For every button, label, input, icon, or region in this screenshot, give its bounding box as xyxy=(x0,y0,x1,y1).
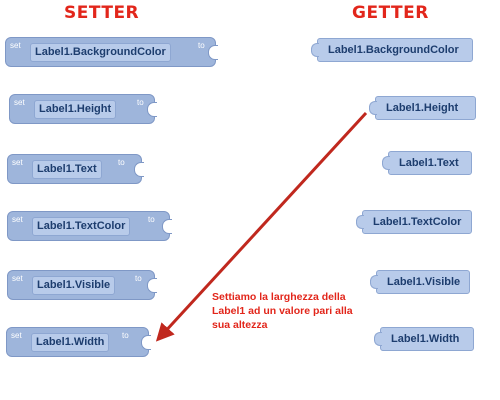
value-socket[interactable] xyxy=(147,102,157,117)
set-keyword: set xyxy=(12,274,23,283)
set-keyword: set xyxy=(14,98,25,107)
value-socket[interactable] xyxy=(147,278,157,293)
setter-property-label: Label1.TextColor xyxy=(32,217,131,236)
arrow-line xyxy=(155,111,368,342)
to-keyword: to xyxy=(135,274,142,283)
setter-property-label: Label1.Width xyxy=(31,333,110,352)
setter-property-label: Label1.Visible xyxy=(32,276,116,295)
value-socket[interactable] xyxy=(162,219,172,234)
setter-block-textcolor[interactable]: set Label1.TextColor to xyxy=(7,211,172,241)
value-socket[interactable] xyxy=(134,162,144,177)
set-keyword: set xyxy=(11,331,22,340)
setter-block-width[interactable]: set Label1.Width to xyxy=(6,327,151,357)
getter-block-width[interactable]: Label1.Width xyxy=(374,327,474,351)
to-keyword: to xyxy=(122,331,129,340)
output-plug xyxy=(374,332,382,346)
set-keyword: set xyxy=(12,158,23,167)
set-keyword: set xyxy=(10,41,21,50)
setter-property-label: Label1.Text xyxy=(32,160,102,179)
to-keyword: to xyxy=(198,41,205,50)
getter-property-label: Label1.TextColor xyxy=(373,216,462,228)
to-keyword: to xyxy=(137,98,144,107)
value-socket[interactable] xyxy=(208,45,218,60)
getter-property-label: Label1.Width xyxy=(391,333,460,345)
getter-property-label: Label1.BackgroundColor xyxy=(328,44,459,56)
getter-block-backgroundcolor[interactable]: Label1.BackgroundColor xyxy=(311,38,473,62)
output-plug xyxy=(369,101,377,115)
getter-block-text[interactable]: Label1.Text xyxy=(382,151,472,175)
set-keyword: set xyxy=(12,215,23,224)
output-plug xyxy=(356,215,364,229)
output-plug xyxy=(370,275,378,289)
setter-block-height[interactable]: set Label1.Height to xyxy=(9,94,157,124)
setter-block-visible[interactable]: set Label1.Visible to xyxy=(7,270,157,300)
getter-heading: GETTER xyxy=(352,3,429,23)
output-plug xyxy=(311,43,319,57)
getter-property-label: Label1.Visible xyxy=(387,276,461,288)
to-keyword: to xyxy=(148,215,155,224)
getter-block-textcolor[interactable]: Label1.TextColor xyxy=(356,210,472,234)
setter-property-label: Label1.Height xyxy=(34,100,117,119)
setter-block-text[interactable]: set Label1.Text to xyxy=(7,154,144,184)
getter-property-label: Label1.Text xyxy=(399,157,459,169)
setter-property-label: Label1.BackgroundColor xyxy=(30,43,171,62)
output-plug xyxy=(382,156,390,170)
setter-heading: SETTER xyxy=(64,3,140,23)
to-keyword: to xyxy=(118,158,125,167)
getter-block-visible[interactable]: Label1.Visible xyxy=(370,270,470,294)
setter-block-backgroundcolor[interactable]: set Label1.BackgroundColor to xyxy=(5,37,218,67)
annotation-text: Settiamo la larghezza della Label1 ad un… xyxy=(212,291,353,331)
getter-block-height[interactable]: Label1.Height xyxy=(369,96,476,120)
value-socket[interactable] xyxy=(141,335,151,350)
getter-property-label: Label1.Height xyxy=(386,102,459,114)
